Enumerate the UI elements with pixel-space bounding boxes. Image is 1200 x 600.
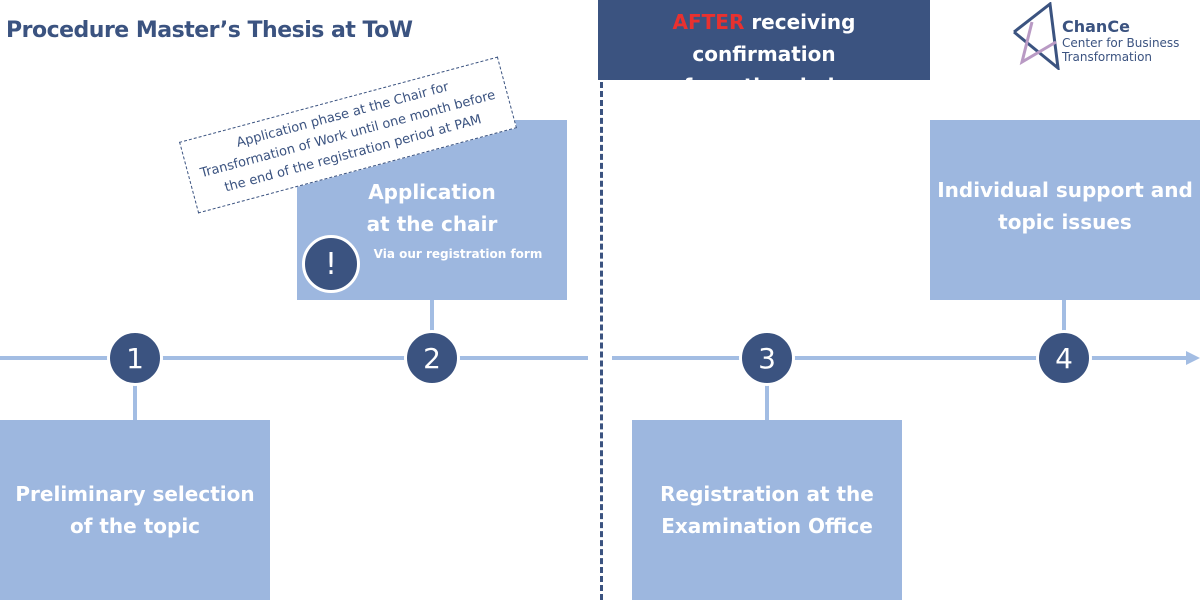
timeline-right bbox=[612, 356, 1188, 360]
logo-triangle-icon bbox=[1013, 1, 1060, 72]
connector-4 bbox=[1062, 300, 1066, 334]
step-2-number: 2 bbox=[404, 330, 460, 386]
step-3-number: 3 bbox=[739, 330, 795, 386]
logo-line1: Center for Business bbox=[1062, 36, 1180, 50]
step-1-label: Preliminary selection of the topic bbox=[15, 482, 255, 538]
alert-icon: ! bbox=[302, 235, 360, 293]
step-4-label-1: Individual support and bbox=[937, 178, 1193, 202]
step-1-number: 1 bbox=[107, 330, 163, 386]
step-1-box: Preliminary selection of the topic bbox=[0, 420, 270, 600]
step-4-box: Individual support and topic issues bbox=[930, 120, 1200, 300]
after-confirmation-banner: AFTER receiving confirmation from the ch… bbox=[598, 0, 930, 98]
connector-3 bbox=[765, 380, 769, 420]
banner-text: receiving confirmation bbox=[692, 10, 856, 66]
step-2-label-2: at the chair bbox=[366, 212, 498, 236]
step-4-label-2: topic issues bbox=[998, 210, 1132, 234]
step-4-number: 4 bbox=[1036, 330, 1092, 386]
logo-line2: Transformation bbox=[1062, 50, 1153, 64]
registration-form-note: Via our registration form bbox=[373, 247, 543, 261]
connector-2 bbox=[430, 300, 434, 334]
arrow-head-icon bbox=[1186, 351, 1200, 365]
logo-text: ChanCe Center for Business Transformatio… bbox=[1062, 17, 1180, 65]
timeline-left bbox=[0, 356, 588, 360]
page-title: Procedure Master’s Thesis at ToW bbox=[6, 18, 413, 43]
banner-text-2: from the chair bbox=[683, 74, 845, 98]
after-highlight: AFTER bbox=[672, 10, 745, 34]
step-2-label-1: Application bbox=[368, 180, 496, 204]
phase-divider bbox=[600, 82, 603, 600]
step-3-label-1: Registration at the bbox=[660, 482, 874, 506]
step-3-label-2: Examination Office bbox=[661, 514, 873, 538]
logo-name: ChanCe bbox=[1062, 17, 1130, 36]
connector-1 bbox=[133, 380, 137, 420]
step-3-box: Registration at the Examination Office bbox=[632, 420, 902, 600]
chance-logo bbox=[1012, 1, 1064, 74]
